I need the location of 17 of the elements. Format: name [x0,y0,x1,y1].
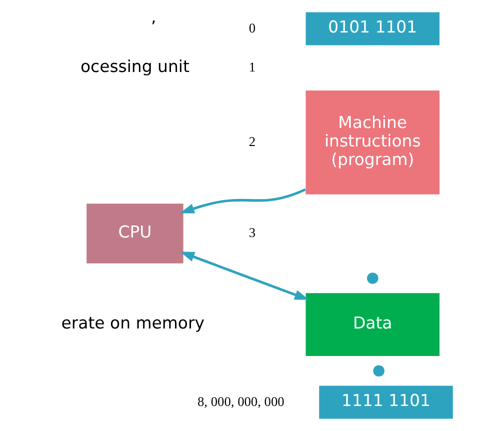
node-box: 1111 1101 [318,386,452,419]
label: 0 [248,20,256,36]
node-box: CPU [86,204,183,264]
label: 8, 000, 000, 000 [197,394,284,409]
label: 1 [248,59,256,74]
node-circle [366,272,378,284]
label: 3 [248,225,256,240]
arrow [179,188,306,214]
node-box: Machine instructions (program) [305,90,439,194]
arrow [180,252,309,300]
label: ’ [150,18,156,37]
node-circle [372,365,384,377]
label: 2 [248,134,256,149]
label: ocessing unit [80,56,189,76]
node-box: Data [305,293,439,356]
label: erate on memory [60,313,204,332]
node-box: 0101 1101 [305,12,439,46]
